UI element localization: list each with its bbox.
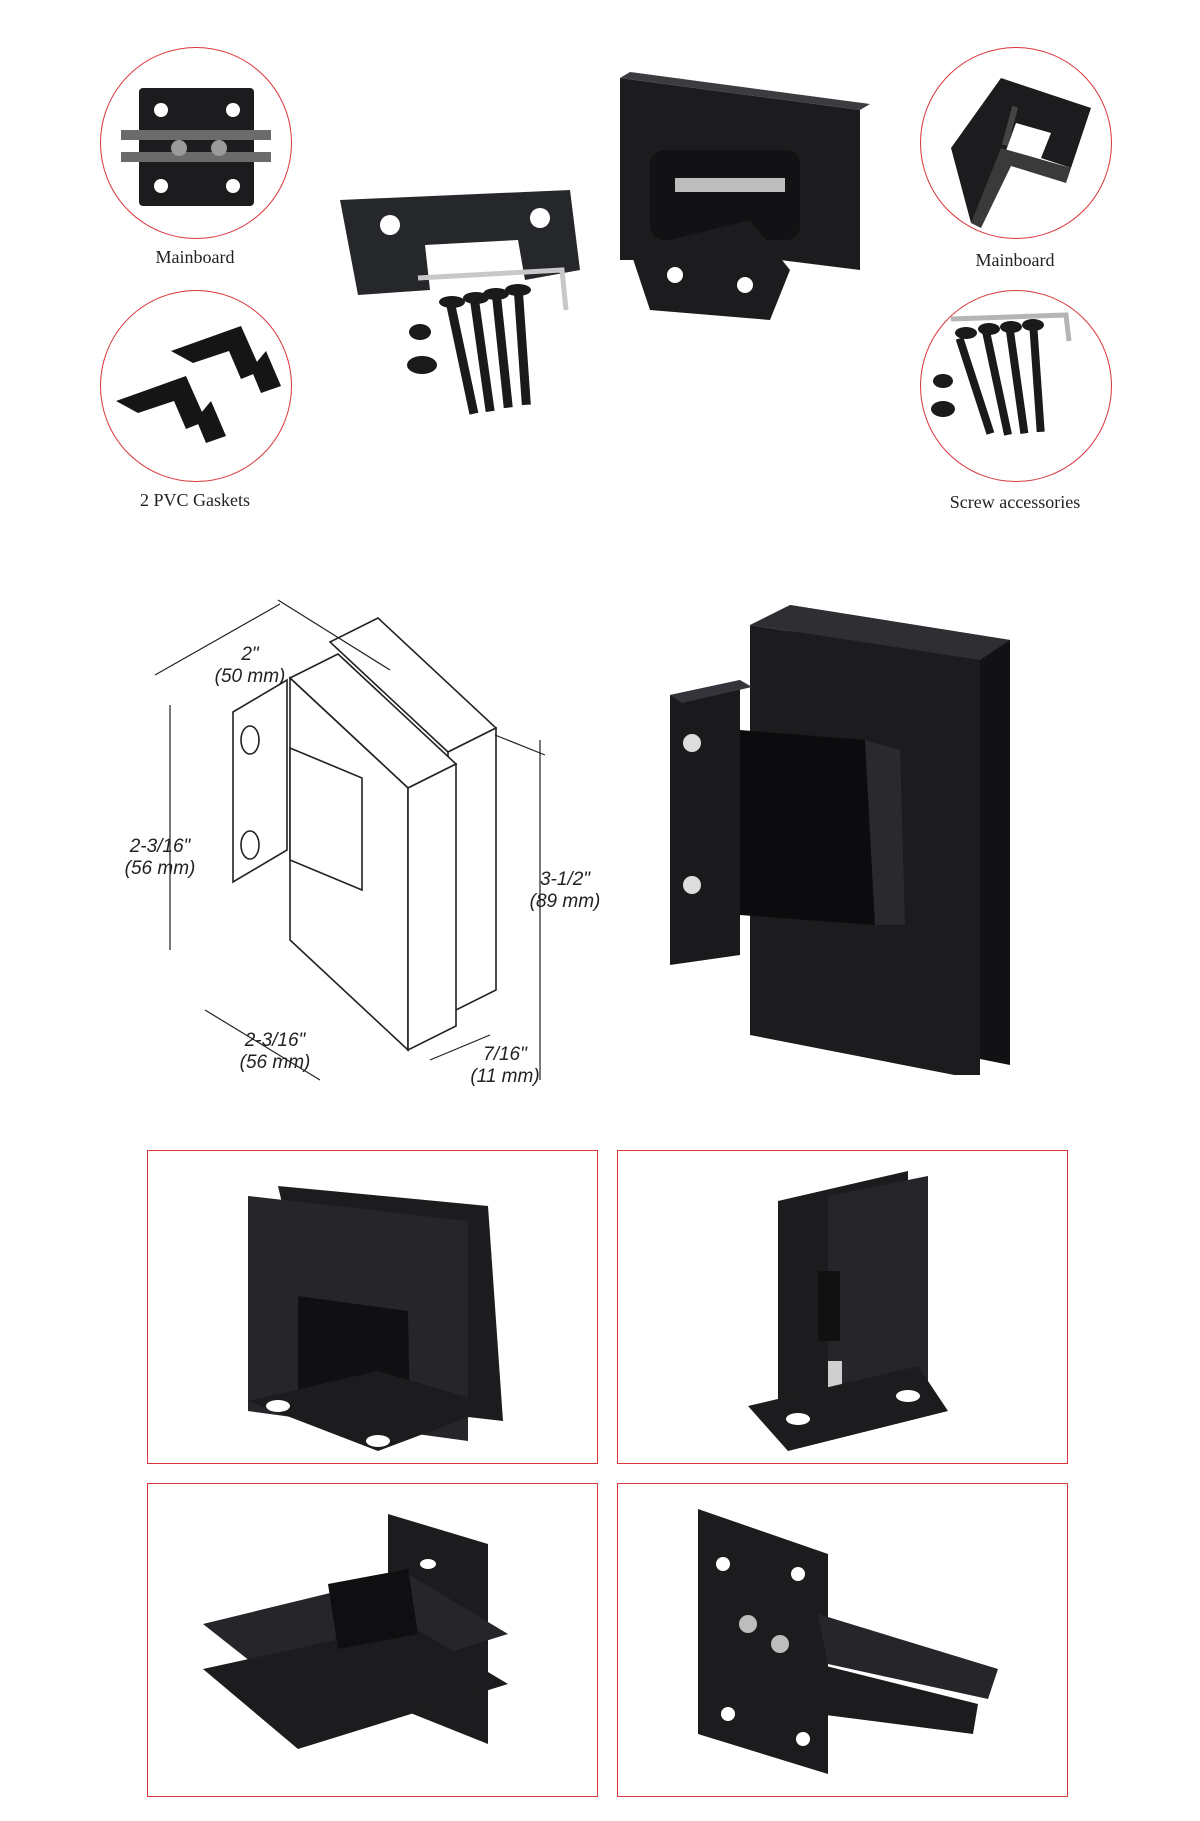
dim-right-height-mm: (89 mm): [530, 891, 601, 912]
caption-bottom-right: Screw accessories: [949, 492, 1081, 512]
dim-width-top: 2": [240, 644, 260, 665]
dim-right-height: 3-1/2": [540, 869, 591, 890]
photo-frame-1: [147, 1150, 598, 1464]
dim-thickness-mm: (11 mm): [470, 1066, 539, 1087]
face-plate: [340, 190, 580, 295]
screw-accessories-image: [931, 312, 1072, 436]
dim-left-height: 2-3/16": [129, 836, 192, 857]
mainboard-back-image: [121, 88, 271, 206]
mainboard-front-image: [951, 78, 1091, 228]
photo-frame-4: [617, 1483, 1068, 1797]
hinge-mount-plate: [630, 220, 790, 320]
dim-width-top-mm: (50 mm): [215, 666, 286, 687]
dim-left-height-mm: (56 mm): [125, 858, 196, 879]
screws: [407, 284, 531, 415]
caption-top-right: Mainboard: [975, 250, 1055, 270]
hex-key: [417, 267, 569, 311]
caption-bottom-left: 2 PVC Gaskets: [139, 490, 250, 510]
mainboard-back-circle: [100, 47, 292, 239]
exploded-product-view: [340, 72, 870, 415]
pvc-gaskets-image: [116, 326, 281, 443]
product-photo-front: [670, 605, 1010, 1075]
dim-bottom-width: 2-3/16": [244, 1030, 307, 1051]
screws-circle: [920, 290, 1112, 482]
hinge-angle-photo-3: [203, 1514, 508, 1749]
photo-frame-2: [617, 1150, 1068, 1464]
dimension-drawing: 2" (50 mm) 2-3/16" (56 mm) 3-1/2" (89 mm…: [125, 599, 601, 1087]
hinge-angle-photo-2: [748, 1171, 948, 1451]
mainboard-front-circle: [920, 47, 1112, 239]
caption-top-left: Mainboard: [155, 247, 235, 267]
dim-bottom-width-mm: (56 mm): [240, 1052, 311, 1073]
gaskets-circle: [100, 290, 292, 482]
dim-thickness: 7/16": [483, 1044, 528, 1065]
photo-frame-3: [147, 1483, 598, 1797]
hinge-angle-photo-1: [248, 1186, 503, 1451]
hinge-angle-photo-4: [698, 1509, 998, 1774]
